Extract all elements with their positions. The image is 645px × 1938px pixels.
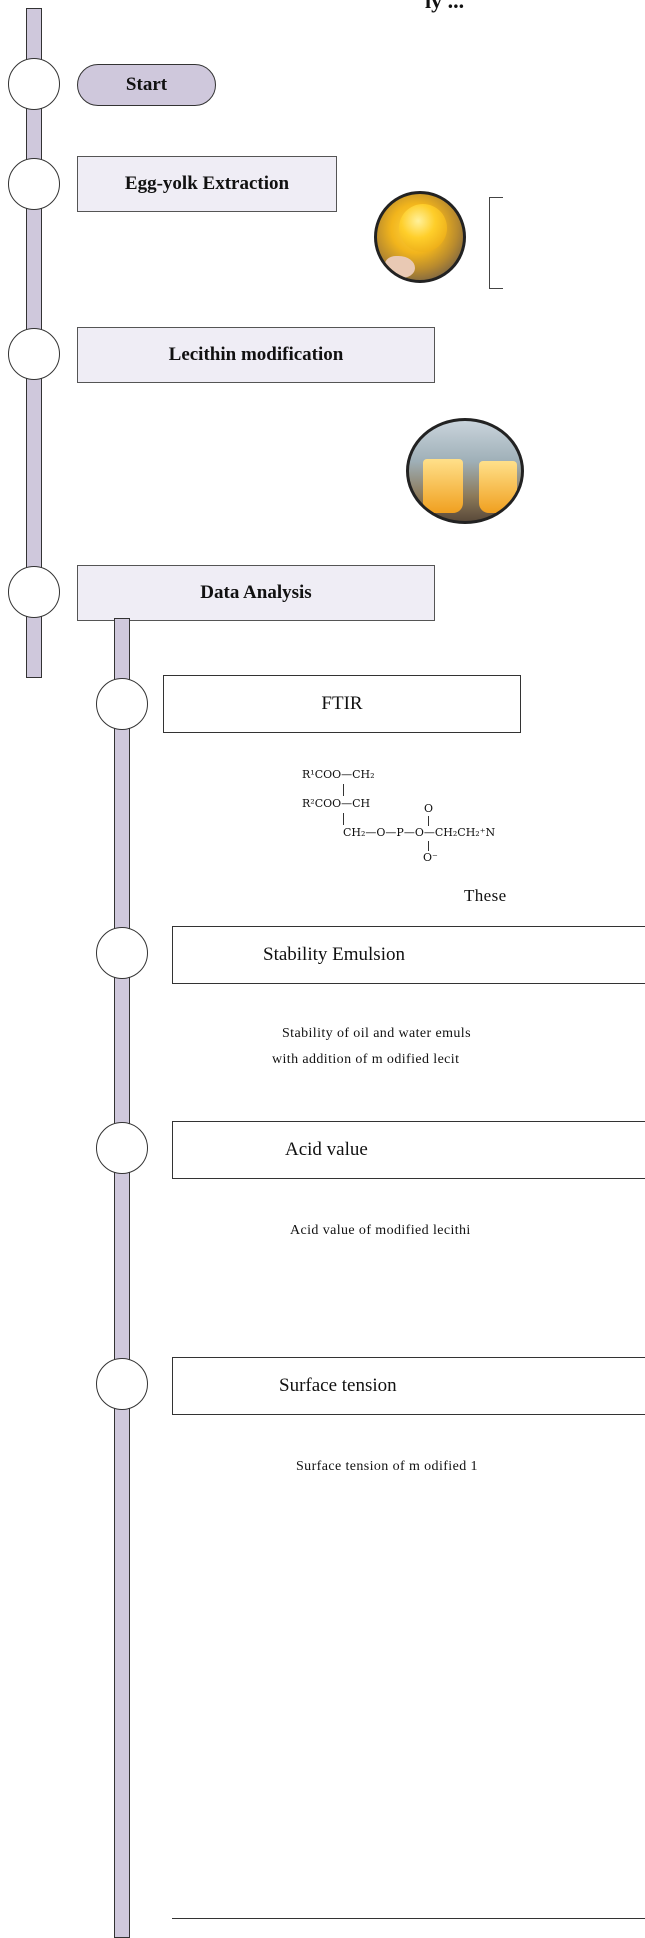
timeline-node-start bbox=[8, 58, 60, 110]
analysis-ftir-box: FTIR bbox=[163, 675, 521, 733]
chem-bond-2 bbox=[343, 813, 344, 825]
analysis-node-ftir bbox=[96, 678, 148, 730]
start-label: Start bbox=[77, 64, 216, 106]
page-header-fragment: ly ... bbox=[425, 0, 465, 13]
timeline-node-egg-yolk bbox=[8, 158, 60, 210]
timeline-node-lecithin bbox=[8, 328, 60, 380]
step-egg-yolk-extraction: Egg-yolk Extraction bbox=[77, 156, 337, 212]
analysis-surface-tension-caption: Surface tension of m odified 1 bbox=[296, 1459, 478, 1474]
analysis-next-box-edge bbox=[172, 1918, 645, 1932]
chem-bond-4 bbox=[428, 841, 429, 851]
step-data-analysis: Data Analysis bbox=[77, 565, 435, 621]
analysis-acid-value-box: Acid value bbox=[172, 1121, 645, 1179]
chem-r3: CH₂—O—P—O—CH₂CH₂⁺N bbox=[343, 826, 496, 839]
analysis-stability-box: Stability Emulsion bbox=[172, 926, 645, 984]
analysis-stability-label: Stability Emulsion bbox=[263, 944, 405, 965]
analysis-ftir-caption: These bbox=[464, 886, 507, 905]
chem-o-bot: O⁻ bbox=[423, 851, 438, 864]
egg-yolk-figure-edge bbox=[489, 197, 503, 289]
analysis-node-acid-value bbox=[96, 1122, 148, 1174]
lecithin-photo bbox=[406, 418, 524, 524]
step-lecithin-modification: Lecithin modification bbox=[77, 327, 435, 383]
analysis-node-surface-tension bbox=[96, 1358, 148, 1410]
chem-bond-1 bbox=[343, 784, 344, 796]
chem-r1: R¹COO—CH₂ bbox=[302, 768, 375, 781]
chem-r2: R²COO—CH bbox=[302, 797, 371, 810]
analysis-stability-caption-line-1: Stability of oil and water emuls bbox=[282, 1026, 471, 1041]
analysis-surface-tension-box: Surface tension bbox=[172, 1357, 645, 1415]
analysis-acid-value-label: Acid value bbox=[285, 1139, 368, 1160]
timeline-node-data-analysis bbox=[8, 566, 60, 618]
analysis-acid-value-caption: Acid value of modified lecithi bbox=[290, 1223, 471, 1238]
egg-yolk-photo bbox=[374, 191, 466, 283]
analysis-node-stability bbox=[96, 927, 148, 979]
analysis-timeline-bar bbox=[114, 618, 130, 1938]
analysis-stability-caption-line-2: with addition of m odified lecit bbox=[272, 1052, 460, 1067]
analysis-surface-tension-label: Surface tension bbox=[279, 1375, 397, 1396]
chem-o-top: O bbox=[424, 802, 434, 815]
chem-bond-3 bbox=[428, 816, 429, 826]
